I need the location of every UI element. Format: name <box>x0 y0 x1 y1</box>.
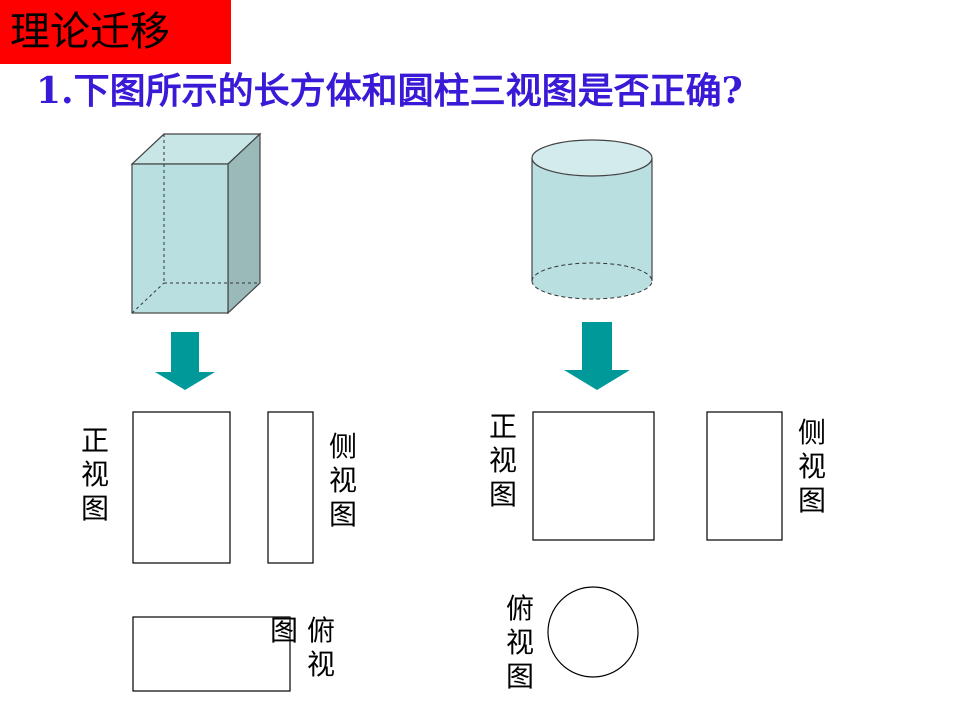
cylinder-top-view-label: 俯视图 <box>505 592 534 693</box>
cuboid-top-view-label-b: 俯视 <box>306 614 335 681</box>
cylinder-front-view-label: 正视图 <box>488 410 517 511</box>
cylinder-body <box>532 158 652 299</box>
cylinder-solid <box>531 139 653 300</box>
cylinder-top-face <box>531 139 653 177</box>
cuboid-right-face <box>227 132 261 315</box>
section-title: 理论迁移 <box>0 0 231 64</box>
cuboid-down-arrow <box>155 332 215 390</box>
cylinder-bottom-front-arc <box>531 280 653 300</box>
cuboid-front-view <box>132 411 231 564</box>
cuboid-top-view <box>132 616 291 692</box>
cylinder-side-view <box>706 411 783 541</box>
cylinder-front-view <box>532 411 655 541</box>
cylinder-down-arrow <box>564 322 630 390</box>
cylinder-side-view-label: 侧视图 <box>797 416 826 517</box>
cuboid-front-face <box>131 163 229 314</box>
cylinder-top-view <box>547 586 639 678</box>
cuboid-top-view-label-a: 图 <box>270 614 299 647</box>
cuboid-front-view-label: 正视图 <box>80 424 109 525</box>
question-text: 1.下图所示的长方体和圆柱三视图是否正确? <box>36 70 743 112</box>
cuboid-solid <box>130 132 262 315</box>
cylinder-bottom-back-arc <box>531 262 653 282</box>
cuboid-side-view-label: 侧视图 <box>328 430 357 531</box>
cuboid-hidden-edge-depth <box>131 282 165 314</box>
cuboid-side-view <box>267 411 314 564</box>
